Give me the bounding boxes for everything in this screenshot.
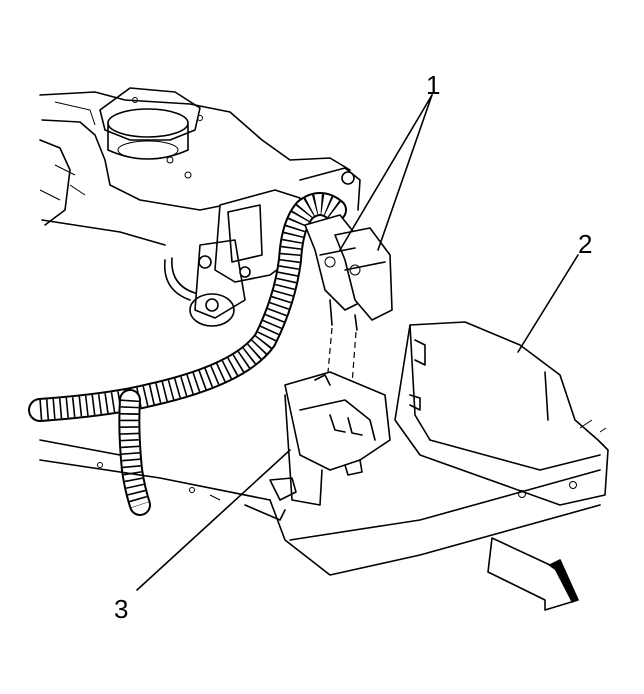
front-direction-arrow-icon: [487, 537, 579, 611]
control-module: [284, 371, 391, 506]
callout-2: 2: [578, 229, 592, 259]
body-panel: [39, 87, 351, 246]
frame-rail: [39, 439, 601, 576]
callout-1: 1: [426, 70, 440, 100]
wiring-harness: [28, 192, 347, 516]
module-tray: [394, 321, 609, 506]
harness-connectors: [304, 214, 393, 331]
callout-3: 3: [114, 594, 128, 624]
callout-labels: 1 2 3: [114, 70, 592, 624]
leader-lines: [136, 94, 579, 591]
